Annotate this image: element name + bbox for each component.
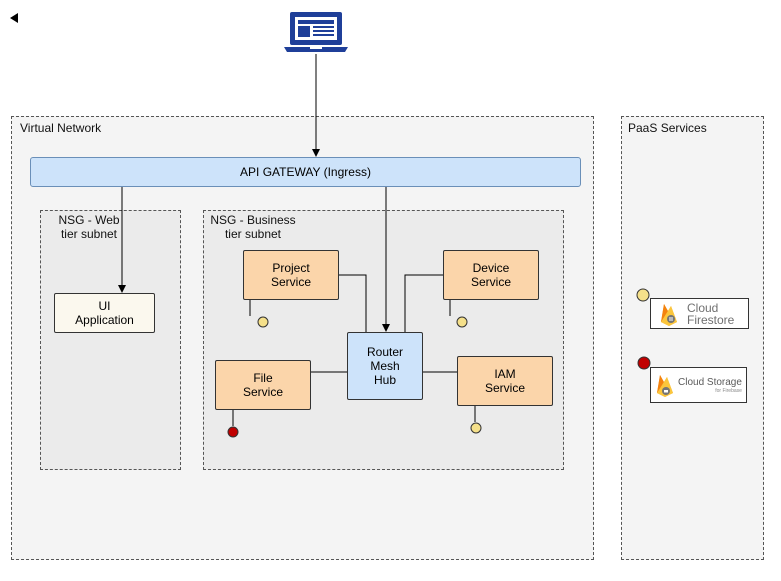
firestore-status-dot [636,288,650,302]
firestore-label-line2: Firestore [687,312,735,327]
file-service-node[interactable]: File Service [215,360,311,410]
firebase-flame-icon [659,302,679,326]
storage-status-dot [637,356,651,370]
project-to-hub-line [338,274,367,332]
device-service-label: Device Service [470,261,511,289]
iam-service-node[interactable]: IAM Service [457,356,553,406]
iam-service-label: IAM Service [484,367,525,395]
cloud-storage-logo[interactable]: Cloud Storage for Firebase [650,367,747,403]
virtual-network-label: Virtual Network [20,121,102,135]
file-service-label: File Service [242,371,283,399]
router-mesh-hub-node[interactable]: Router Mesh Hub [347,332,423,400]
nsg-business-label: NSG - Business tier subnet [210,213,296,241]
nsg-web-zone: NSG - Web tier subnet [40,210,181,470]
device-to-hub-line [404,274,443,332]
firebase-flame-icon [655,373,675,397]
project-service-node[interactable]: Project Service [243,250,339,300]
device-service-node[interactable]: Device Service [443,250,539,300]
firestore-label-line1: Cloud [687,300,719,315]
cloud-firestore-logo[interactable]: Cloud Firestore [650,298,749,329]
storage-label: Cloud Storage [678,376,742,388]
paas-services-label: PaaS Services [628,121,707,135]
paas-services-zone: PaaS Services [621,116,764,560]
nsg-web-label: NSG - Web tier subnet [58,213,120,241]
ui-application-node[interactable]: UI Application [54,293,155,333]
device-status-dot [456,316,468,328]
file-status-dot [227,426,239,438]
api-gateway-label: API GATEWAY (Ingress) [240,165,371,179]
ui-application-label: UI Application [75,299,134,327]
back-arrow-icon[interactable] [8,12,20,24]
project-service-label: Project Service [270,261,311,289]
iam-status-dot [470,422,482,434]
laptop-icon [284,10,348,54]
project-status-dot [257,316,269,328]
router-mesh-hub-label: Router Mesh Hub [366,345,404,387]
api-gateway-node[interactable]: API GATEWAY (Ingress) [30,157,581,187]
storage-sublabel: for Firebase [715,387,742,394]
